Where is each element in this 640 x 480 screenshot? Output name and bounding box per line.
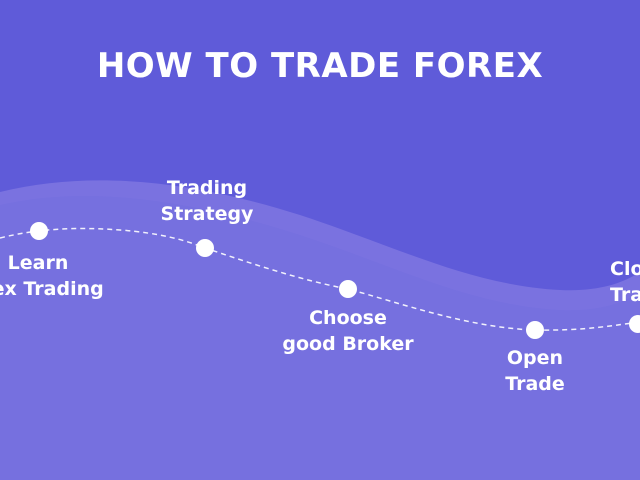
step-2-line-1: Trading	[166, 177, 248, 199]
step-3-line-2: good Broker	[282, 333, 414, 355]
step-2-label: Trading Strategy	[117, 175, 297, 227]
step-2-marker	[196, 239, 214, 257]
step-3-marker	[339, 280, 357, 298]
step-3-line-1: Choose	[309, 307, 387, 329]
step-4-marker	[526, 321, 544, 339]
step-2-line-2: Strategy	[160, 203, 254, 225]
step-5-line-2: Tra	[610, 284, 640, 306]
step-5-label: Clo Tra	[610, 256, 640, 308]
step-1-label: Learn rex Trading	[0, 250, 128, 302]
step-4-line-1: Open	[506, 347, 564, 369]
step-1-line-1: Learn	[7, 252, 69, 274]
step-4-label: Open Trade	[445, 345, 625, 397]
step-1-marker	[30, 222, 48, 240]
page-title: HOW TO TRADE FOREX	[96, 46, 544, 86]
step-3-label: Choose good Broker	[258, 305, 438, 357]
step-1-line-2: rex Trading	[0, 278, 104, 300]
step-4-line-2: Trade	[505, 373, 565, 395]
wave-band-front	[0, 196, 640, 480]
step-5-line-1: Clo	[610, 258, 640, 280]
step-5-marker	[629, 315, 640, 333]
